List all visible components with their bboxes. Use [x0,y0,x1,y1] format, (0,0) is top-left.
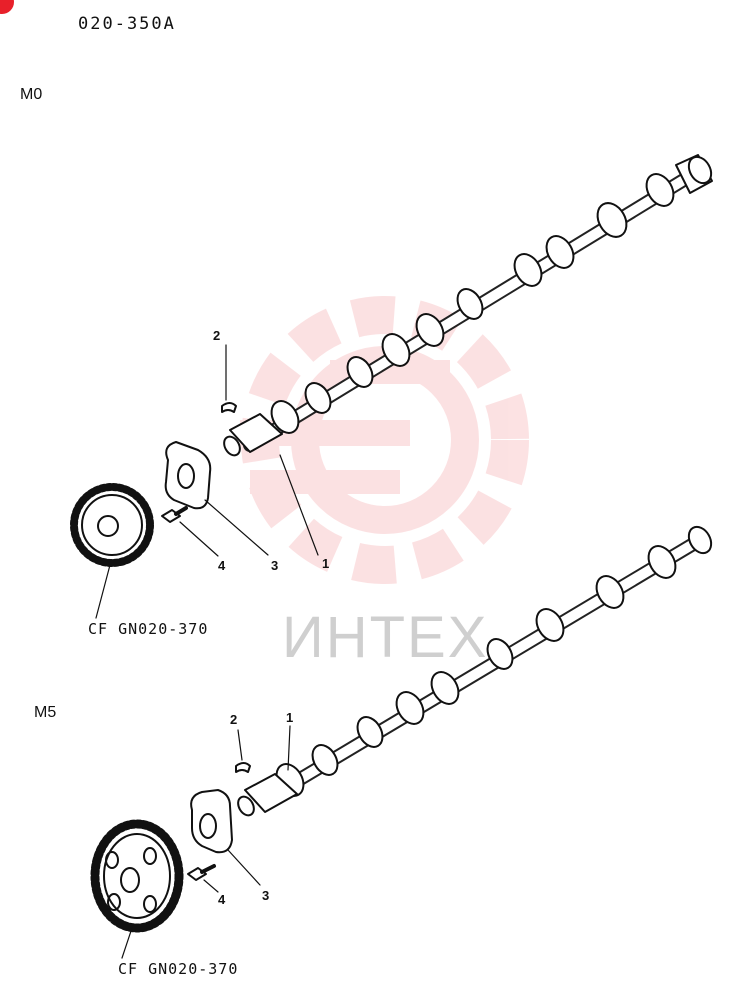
model-label-m5: M5 [34,704,57,721]
gear-ref-m0: CF GN020-370 [88,620,209,638]
thrust-plate-m5 [190,789,233,854]
callout-3-m5: 3 [262,888,270,903]
bolt-m5 [187,864,216,881]
watermark-text: ИНТЕХ [282,605,489,670]
callout-3-m0: 3 [271,558,279,573]
callout-2-m5: 2 [230,712,238,727]
gear-ref-m5: CF GN020-370 [118,960,239,978]
thrust-plate-m0 [164,441,212,510]
woodruff-key-m0 [221,402,237,413]
woodruff-key-m5 [235,762,251,773]
callout-1-m5: 1 [286,710,294,725]
camshaft-m0 [223,154,713,457]
page-code: 020-350A [78,14,176,34]
cam-gear-m5 [90,819,184,933]
callout-4-m5: 4 [218,892,226,907]
camshaft-m5 [237,525,713,817]
model-label-m0: M0 [20,86,43,103]
callout-2-m0: 2 [213,328,221,343]
callout-4-m0: 4 [218,558,226,573]
callout-1-m0: 1 [322,556,330,571]
bolt-m0 [161,506,188,523]
cam-gear-m0 [70,483,154,567]
